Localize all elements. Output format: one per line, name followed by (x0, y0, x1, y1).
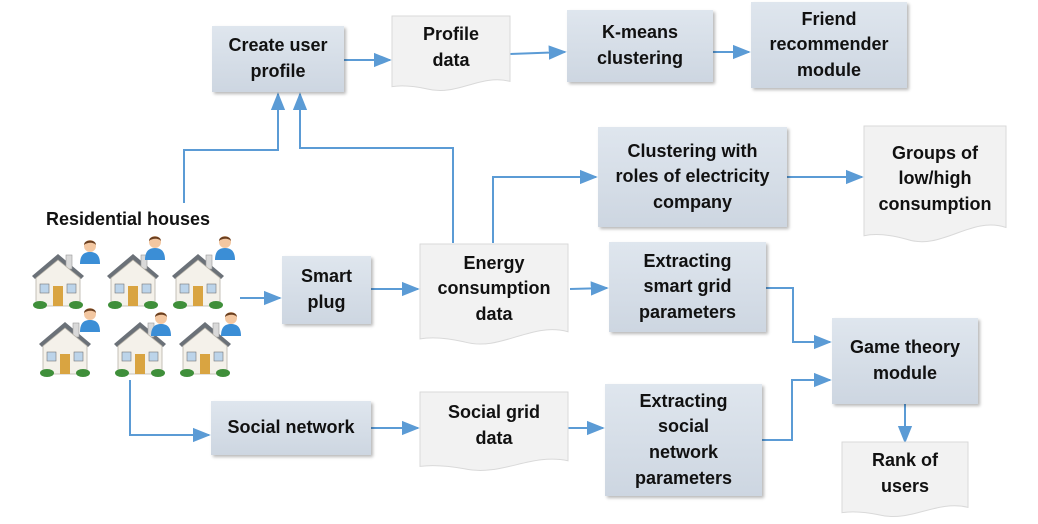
friend-recommender-label: Friend recommender module (769, 8, 889, 80)
house-icon (28, 248, 88, 315)
user-icon (213, 232, 237, 265)
create-user-profile-label: Create user profile (228, 35, 328, 81)
user-icon (78, 304, 102, 337)
kmeans-clustering-label: K-means clustering (596, 22, 684, 68)
smart-plug-box: Smart plug (282, 256, 371, 324)
energy-consumption-document: Energy consumption data (420, 244, 568, 346)
user-icon (149, 308, 173, 341)
friend-recommender-box: Friend recommender module (751, 2, 907, 88)
profile-data-document: Profile data (392, 16, 510, 92)
game-theory-box: Game theory module (832, 318, 978, 404)
kmeans-clustering-box: K-means clustering (567, 10, 713, 82)
document-shape (842, 442, 968, 518)
document-shape (864, 126, 1006, 244)
house-icon (103, 248, 163, 315)
link-energy-to-create-profile (292, 92, 454, 243)
clustering-roles-box: Clustering with roles of electricity com… (598, 127, 787, 227)
user-icon (143, 232, 167, 265)
profile-data-label: Profile data (422, 24, 479, 70)
rank-users-label: Rank of users (871, 450, 938, 496)
user-icon (219, 308, 243, 341)
groups-consumption-document: Groups of low/high consumption (864, 126, 1006, 244)
link-extract-social-to-game-theory (762, 372, 832, 441)
clustering-roles-label: Clustering with roles of electricity com… (615, 140, 770, 212)
energy-consumption-label: Energy consumption data (437, 252, 551, 324)
link-energy-to-clustering (492, 169, 598, 243)
social-grid-label: Social grid data (447, 402, 541, 448)
residential-houses-title: Residential houses (30, 206, 226, 234)
create-user-profile-box: Create user profile (212, 26, 344, 92)
game-theory-label: Game theory module (849, 337, 961, 383)
rank-users-document: Rank of users (842, 442, 968, 518)
house-icon (110, 316, 170, 383)
house-icon (35, 316, 95, 383)
house-icon (175, 316, 235, 383)
link-energy-to-extract-smart-grid (569, 281, 609, 296)
house-icon (168, 248, 228, 315)
social-network-label: Social network (227, 417, 355, 438)
link-smart-grid-to-game-theory (766, 287, 832, 350)
extract-smart-grid-label: Extracting smart grid parameters (638, 250, 737, 322)
extract-smart-grid-box: Extracting smart grid parameters (609, 242, 766, 332)
social-grid-document: Social grid data (420, 392, 568, 472)
social-network-box: Social network (211, 401, 371, 455)
link-houses-to-social-network (129, 380, 211, 443)
extract-social-box: Extracting social network parameters (605, 384, 762, 496)
smart-plug-label: Smart plug (300, 266, 353, 312)
link-houses-to-create-profile (183, 92, 286, 203)
groups-consumption-label: Groups of low/high consumption (878, 142, 992, 214)
link-profile-data-to-kmeans (509, 45, 567, 60)
document-shape (420, 392, 568, 472)
extract-social-label: Extracting social network parameters (634, 390, 733, 488)
document-shape (420, 244, 568, 346)
user-icon (78, 236, 102, 269)
residential-houses-label: Residential houses (45, 209, 211, 230)
document-shape (392, 16, 510, 92)
